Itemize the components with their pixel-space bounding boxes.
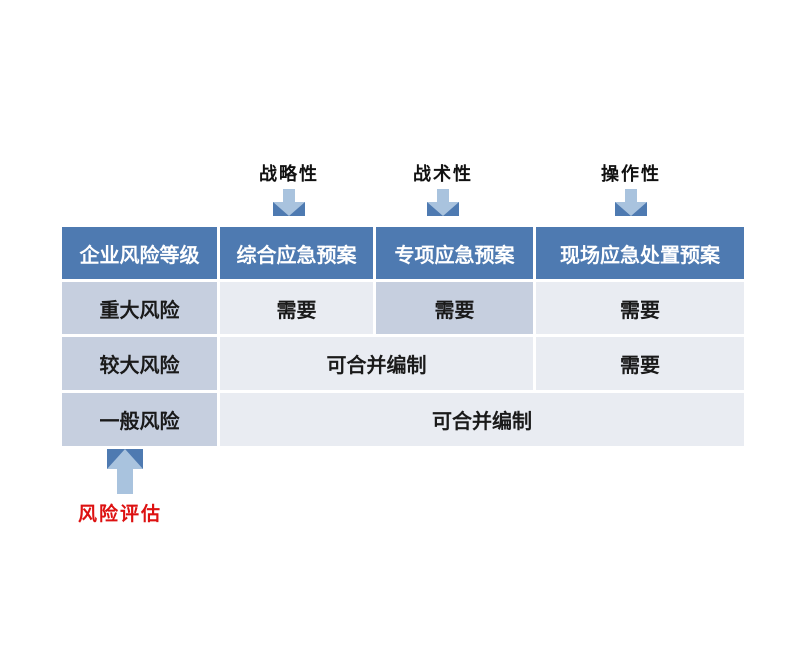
top-label-tactical: 战术性 bbox=[413, 164, 473, 185]
top-label-operational: 操作性 bbox=[601, 164, 661, 185]
row-major-risk-label: 重大风险 bbox=[62, 282, 217, 334]
cell-general-merged: 可合并编制 bbox=[220, 393, 744, 446]
row-larger-risk-label: 较大风险 bbox=[62, 337, 217, 390]
header-risk-level: 企业风险等级 bbox=[62, 227, 217, 279]
down-arrow-icon bbox=[615, 189, 647, 216]
arrow-shaft bbox=[437, 189, 449, 202]
cell-major-special: 需要 bbox=[376, 282, 533, 334]
risk-plan-table: 企业风险等级 综合应急预案 专项应急预案 现场应急处置预案 重大风险 需要 需要… bbox=[62, 227, 744, 446]
cell-larger-onsite: 需要 bbox=[536, 337, 744, 390]
down-arrow-icon bbox=[427, 189, 459, 216]
arrow-shaft bbox=[625, 189, 637, 202]
arrow-head bbox=[427, 202, 459, 216]
top-label-strategic: 战略性 bbox=[259, 164, 319, 185]
arrow-head bbox=[273, 202, 305, 216]
up-arrow-icon bbox=[107, 449, 143, 494]
cell-major-onsite: 需要 bbox=[536, 282, 744, 334]
header-comprehensive-plan: 综合应急预案 bbox=[220, 227, 373, 279]
risk-assessment-label: 风险评估 bbox=[78, 503, 163, 525]
arrow-shaft bbox=[283, 189, 295, 202]
cell-major-comprehensive: 需要 bbox=[220, 282, 373, 334]
header-onsite-plan: 现场应急处置预案 bbox=[536, 227, 744, 279]
arrow-head bbox=[615, 202, 647, 216]
arrow-head bbox=[107, 449, 143, 469]
down-arrow-icon bbox=[273, 189, 305, 216]
arrow-shaft bbox=[117, 469, 133, 494]
cell-larger-merged: 可合并编制 bbox=[220, 337, 533, 390]
row-general-risk-label: 一般风险 bbox=[62, 393, 217, 446]
header-special-plan: 专项应急预案 bbox=[376, 227, 533, 279]
